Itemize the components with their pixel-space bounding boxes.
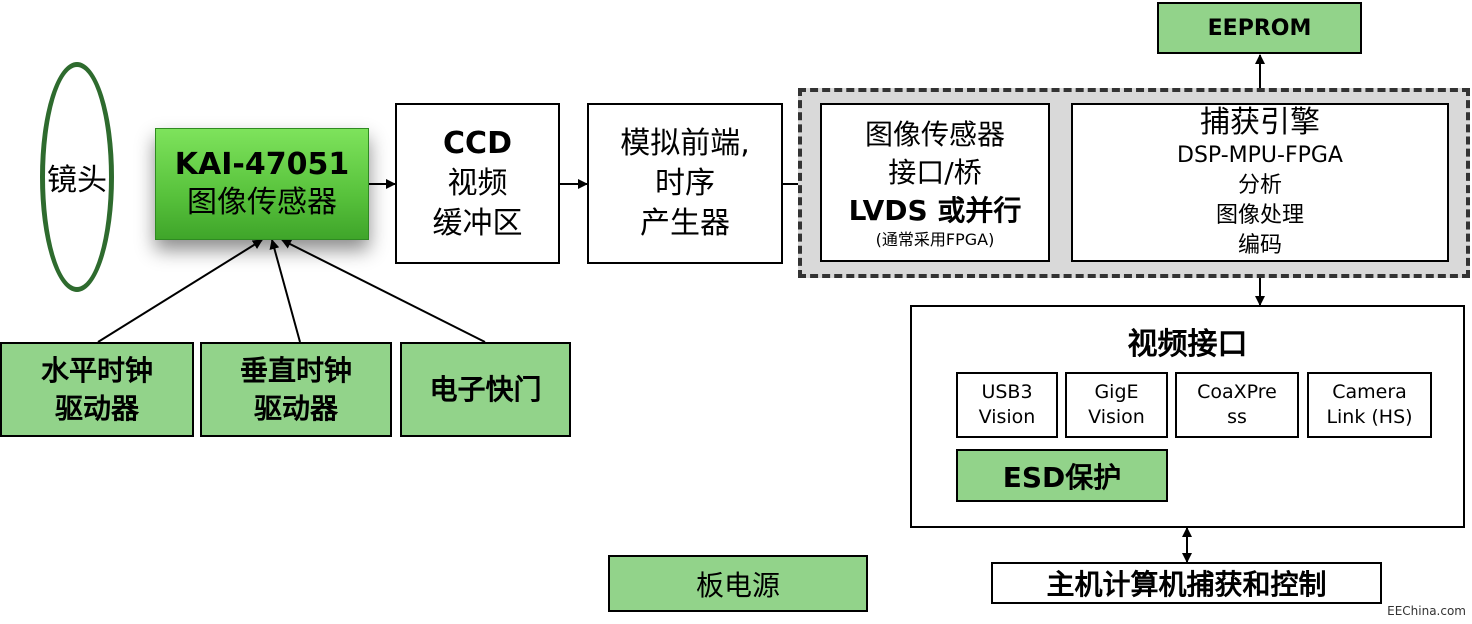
image-sensor-node: KAI-47051 图像传感器 [155, 128, 369, 240]
arrow-vclock-to-sensor [269, 239, 301, 343]
afe-line2: 时序 [655, 165, 715, 201]
arrow-shutter-to-sensor [281, 239, 486, 343]
esd-label: ESD保护 [1002, 460, 1122, 494]
sensor-interface-node: 图像传感器 接口/桥 LVDS 或并行 (通常采用FPGA) [820, 103, 1050, 262]
vi-gige-line2: Vision [1088, 406, 1145, 428]
sensor-type-label: 图像传感器 [187, 185, 337, 220]
vclock-line2: 驱动器 [253, 391, 338, 425]
sensor-if-line1: 图像传感器 [864, 117, 1005, 151]
power-label: 板电源 [695, 568, 780, 602]
vi-cameralink-line2: Link (HS) [1326, 406, 1413, 428]
sensor-if-note: (通常采用FPGA) [875, 229, 995, 249]
hclock-line2: 驱动器 [54, 391, 139, 425]
electronic-shutter-node: 电子快门 [400, 342, 571, 437]
vi-usb3-line1: USB3 [981, 381, 1033, 403]
watermark: EEChina.com [1387, 604, 1466, 618]
video-interface-title: 视频接口 [1127, 327, 1248, 362]
sensor-model-label: KAI-47051 [174, 147, 350, 182]
vi-gige-line1: GigE [1094, 381, 1139, 403]
vi-usb3-vision: USB3 Vision [956, 372, 1058, 438]
capture-line1: DSP-MPU-FPGA [1177, 142, 1343, 168]
eeprom-label: EEPROM [1207, 15, 1312, 41]
eeprom-node: EEPROM [1157, 2, 1362, 54]
shutter-line1: 电子快门 [429, 372, 542, 406]
sensor-if-line2: 接口/桥 [888, 155, 982, 189]
ccd-buffer-label: 缓冲区 [432, 205, 523, 241]
ccd-buffer-node: CCD 视频 缓冲区 [395, 103, 560, 264]
capture-line3: 图像处理 [1215, 202, 1304, 228]
afe-node: 模拟前端, 时序 产生器 [587, 103, 783, 264]
sensor-if-line3: LVDS 或并行 [848, 193, 1022, 227]
capture-engine-node: 捕获引擎 DSP-MPU-FPGA 分析 图像处理 编码 [1071, 103, 1449, 262]
esd-protection-node: ESD保护 [956, 449, 1168, 502]
vi-coaxpress-line2: ss [1227, 406, 1247, 428]
lens-label: 镜头 [47, 163, 107, 198]
vclock-line1: 垂直时钟 [239, 353, 352, 387]
vi-usb3-line2: Vision [978, 406, 1036, 428]
vertical-clock-driver-node: 垂直时钟 驱动器 [200, 342, 392, 437]
capture-title: 捕获引擎 [1200, 104, 1320, 140]
lens-node: 镜头 [40, 62, 114, 292]
ccd-label: CCD [443, 125, 512, 161]
host-label: 主机计算机捕获和控制 [1046, 568, 1327, 601]
arrow-hclock-to-sensor [97, 239, 263, 343]
board-power-node: 板电源 [608, 555, 868, 612]
vi-coaxpress: CoaXPre ss [1175, 372, 1299, 438]
vi-coaxpress-line1: CoaXPre [1197, 381, 1277, 403]
vi-camera-link: Camera Link (HS) [1307, 372, 1432, 438]
capture-line2: 分析 [1237, 172, 1282, 198]
ccd-video-label: 视频 [447, 165, 508, 201]
afe-line3: 产生器 [640, 205, 730, 241]
horizontal-clock-driver-node: 水平时钟 驱动器 [0, 342, 194, 437]
vi-gige-vision: GigE Vision [1065, 372, 1168, 438]
vi-cameralink-line1: Camera [1332, 381, 1407, 403]
capture-line4: 编码 [1237, 232, 1282, 258]
hclock-line1: 水平时钟 [40, 353, 153, 387]
afe-line1: 模拟前端, [620, 125, 750, 161]
host-computer-node: 主机计算机捕获和控制 [991, 562, 1382, 604]
